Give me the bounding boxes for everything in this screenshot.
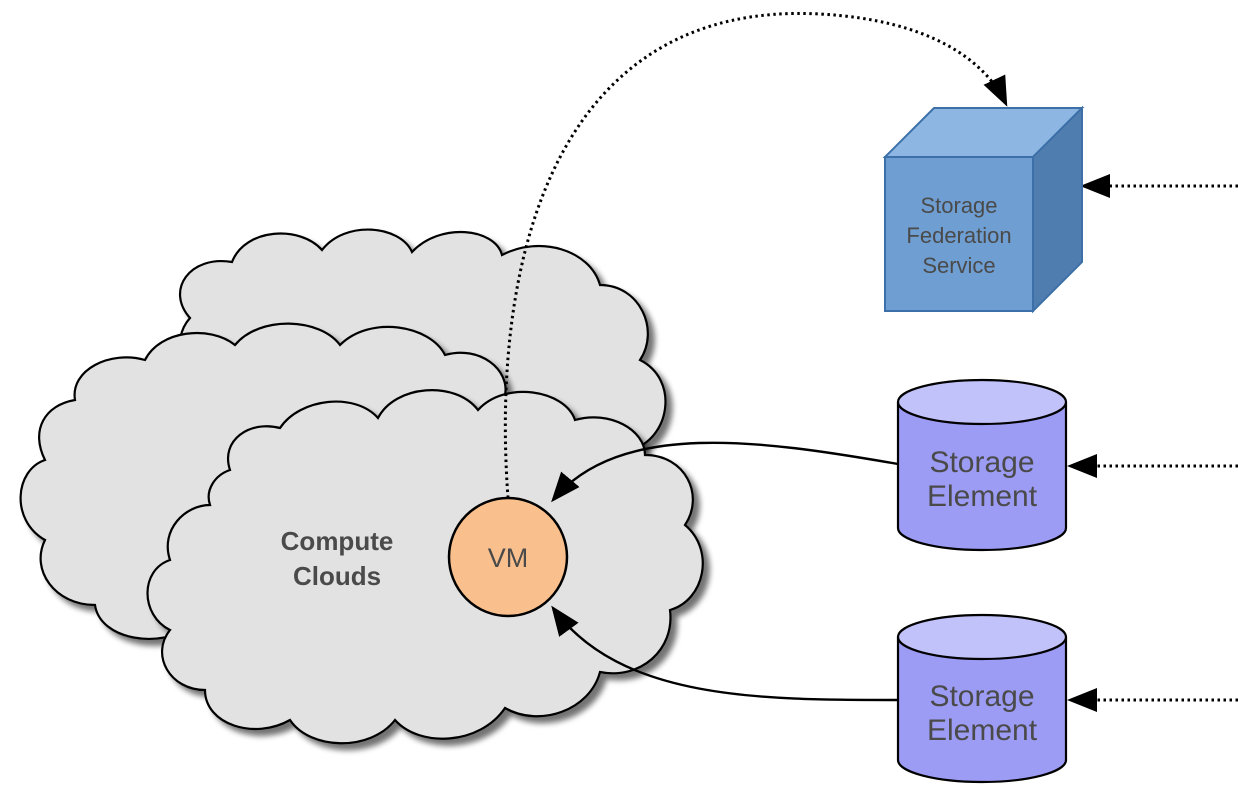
storage-element-bottom-label-line2: Element (927, 714, 1038, 747)
federation-box-front (884, 156, 1034, 312)
storage-element-top-vm-connector (551, 441, 899, 503)
compute-clouds-label-line2: Clouds (293, 561, 381, 591)
federation-label-line3: Service (922, 253, 995, 278)
vm-label: VM (488, 543, 529, 573)
storage-element-bottom-body (896, 637, 1068, 784)
storage-element-top-lid (896, 378, 1068, 426)
storage-element-top-label-line2: Element (927, 480, 1038, 513)
storage-element-bottom-vm-connector (551, 605, 899, 702)
storage-element-top-label-line1: Storage (929, 446, 1034, 479)
storage-element-bottom-label-line1: Storage (929, 680, 1034, 713)
storage-federation-service-node: Storage Federation Service (882, 105, 1085, 314)
storage-element-top-node: Storage Element (896, 378, 1068, 552)
vm-node: VM (447, 496, 569, 618)
storage-element-bottom-lid (896, 613, 1068, 661)
federation-label-line1: Storage (920, 193, 997, 218)
federation-vm-connector (497, 11, 1008, 526)
vm-circle (447, 496, 569, 618)
connectors (497, 11, 1238, 712)
compute-clouds-label-line1: Compute (281, 526, 394, 556)
federation-label-line2: Federation (906, 223, 1011, 248)
compute-clouds-group: Compute Clouds (19, 228, 704, 745)
storage-element-bottom-node: Storage Element (896, 613, 1068, 784)
storage-element-top-body (896, 402, 1068, 552)
